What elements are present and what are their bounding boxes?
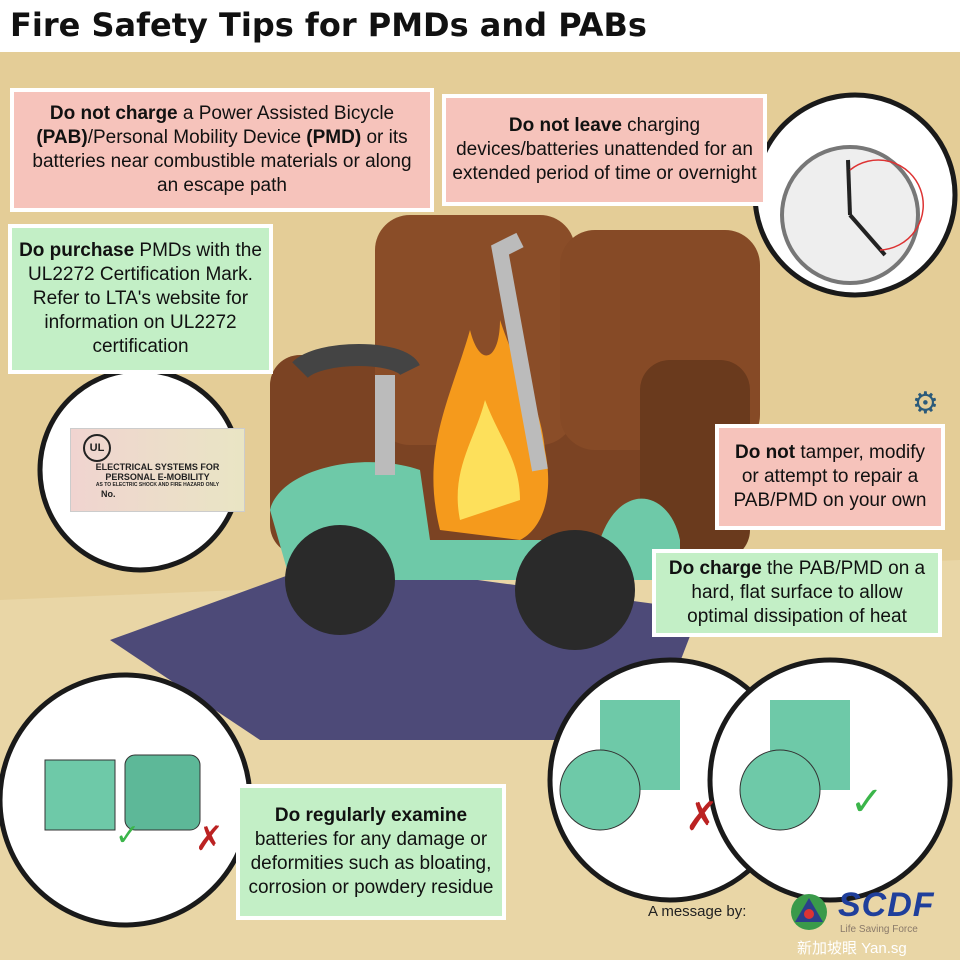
battery-good (44, 759, 116, 831)
tip-text: the PAB/PMD on a hard, flat surface to a… (687, 558, 926, 627)
check-icon: ✓ (115, 819, 140, 852)
tip-bold: Do purchase (19, 240, 135, 261)
ul-card-line: AS TO ELECTRIC SHOCK AND FIRE HAZARD ONL… (95, 482, 220, 488)
tip-bold: Do not leave (508, 115, 622, 136)
tip-bold: Do charge (668, 558, 762, 579)
tip-examine-batteries: Do regularly examine batteries for any d… (236, 784, 506, 920)
gear-icon: ⚙ (912, 386, 939, 421)
scdf-crest-logo (791, 894, 827, 930)
tip-bold: Do regularly examine (274, 805, 468, 826)
tip-no-charge-near-combustibles: Do not charge a Power Assisted Bicycle (… (10, 88, 434, 212)
battery-damaged (124, 754, 201, 831)
ul-logo: UL (83, 434, 111, 462)
scooter (270, 232, 680, 650)
tip-text: batteries for any damage or deformities … (248, 829, 494, 898)
tip-bold: Do not charge (49, 103, 178, 124)
tip-no-unattended-charging: Do not leave charging devices/batteries … (442, 94, 767, 206)
tip-text: tamper, modify or attempt to repair a PA… (733, 442, 927, 511)
ul-certification-label: UL ELECTRICAL SYSTEMS FOR PERSONAL E-MOB… (70, 428, 245, 512)
tip-bold: (PAB) (36, 127, 88, 148)
footer-message: A message by: (648, 903, 747, 920)
scdf-tagline: Life Saving Force (840, 924, 918, 935)
ul-card-number: No. (101, 489, 116, 499)
page-title: Fire Safety Tips for PMDs and PABs (0, 0, 960, 52)
cross-icon: ✗ (685, 795, 719, 839)
watermark: 新加坡眼 Yan.sg (797, 940, 907, 957)
tip-purchase-ul2272: Do purchase PMDs with the UL2272 Certifi… (8, 224, 273, 374)
ul-card-line: PERSONAL E-MOBILITY (105, 472, 210, 482)
scdf-logo: SCDF (838, 886, 935, 924)
tip-bold: Do not (734, 442, 796, 463)
tip-charge-flat-surface: Do charge the PAB/PMD on a hard, flat su… (652, 549, 942, 637)
ul-card-line: ELECTRICAL SYSTEMS FOR (95, 462, 220, 472)
tip-text: PMDs with the UL2272 Certification Mark.… (28, 240, 262, 357)
tip-no-tampering: Do not tamper, modify or attempt to repa… (715, 424, 945, 530)
cross-icon: ✗ (195, 820, 224, 858)
tip-bold: (PMD) (306, 127, 362, 148)
tip-text: /Personal Mobility Device (87, 127, 307, 148)
tip-text: a Power Assisted Bicycle (177, 103, 395, 124)
tip-text: or its batteries near combustible materi… (32, 127, 412, 196)
tip-text: charging devices/batteries unattended fo… (452, 115, 757, 184)
check-icon: ✓ (850, 780, 884, 824)
